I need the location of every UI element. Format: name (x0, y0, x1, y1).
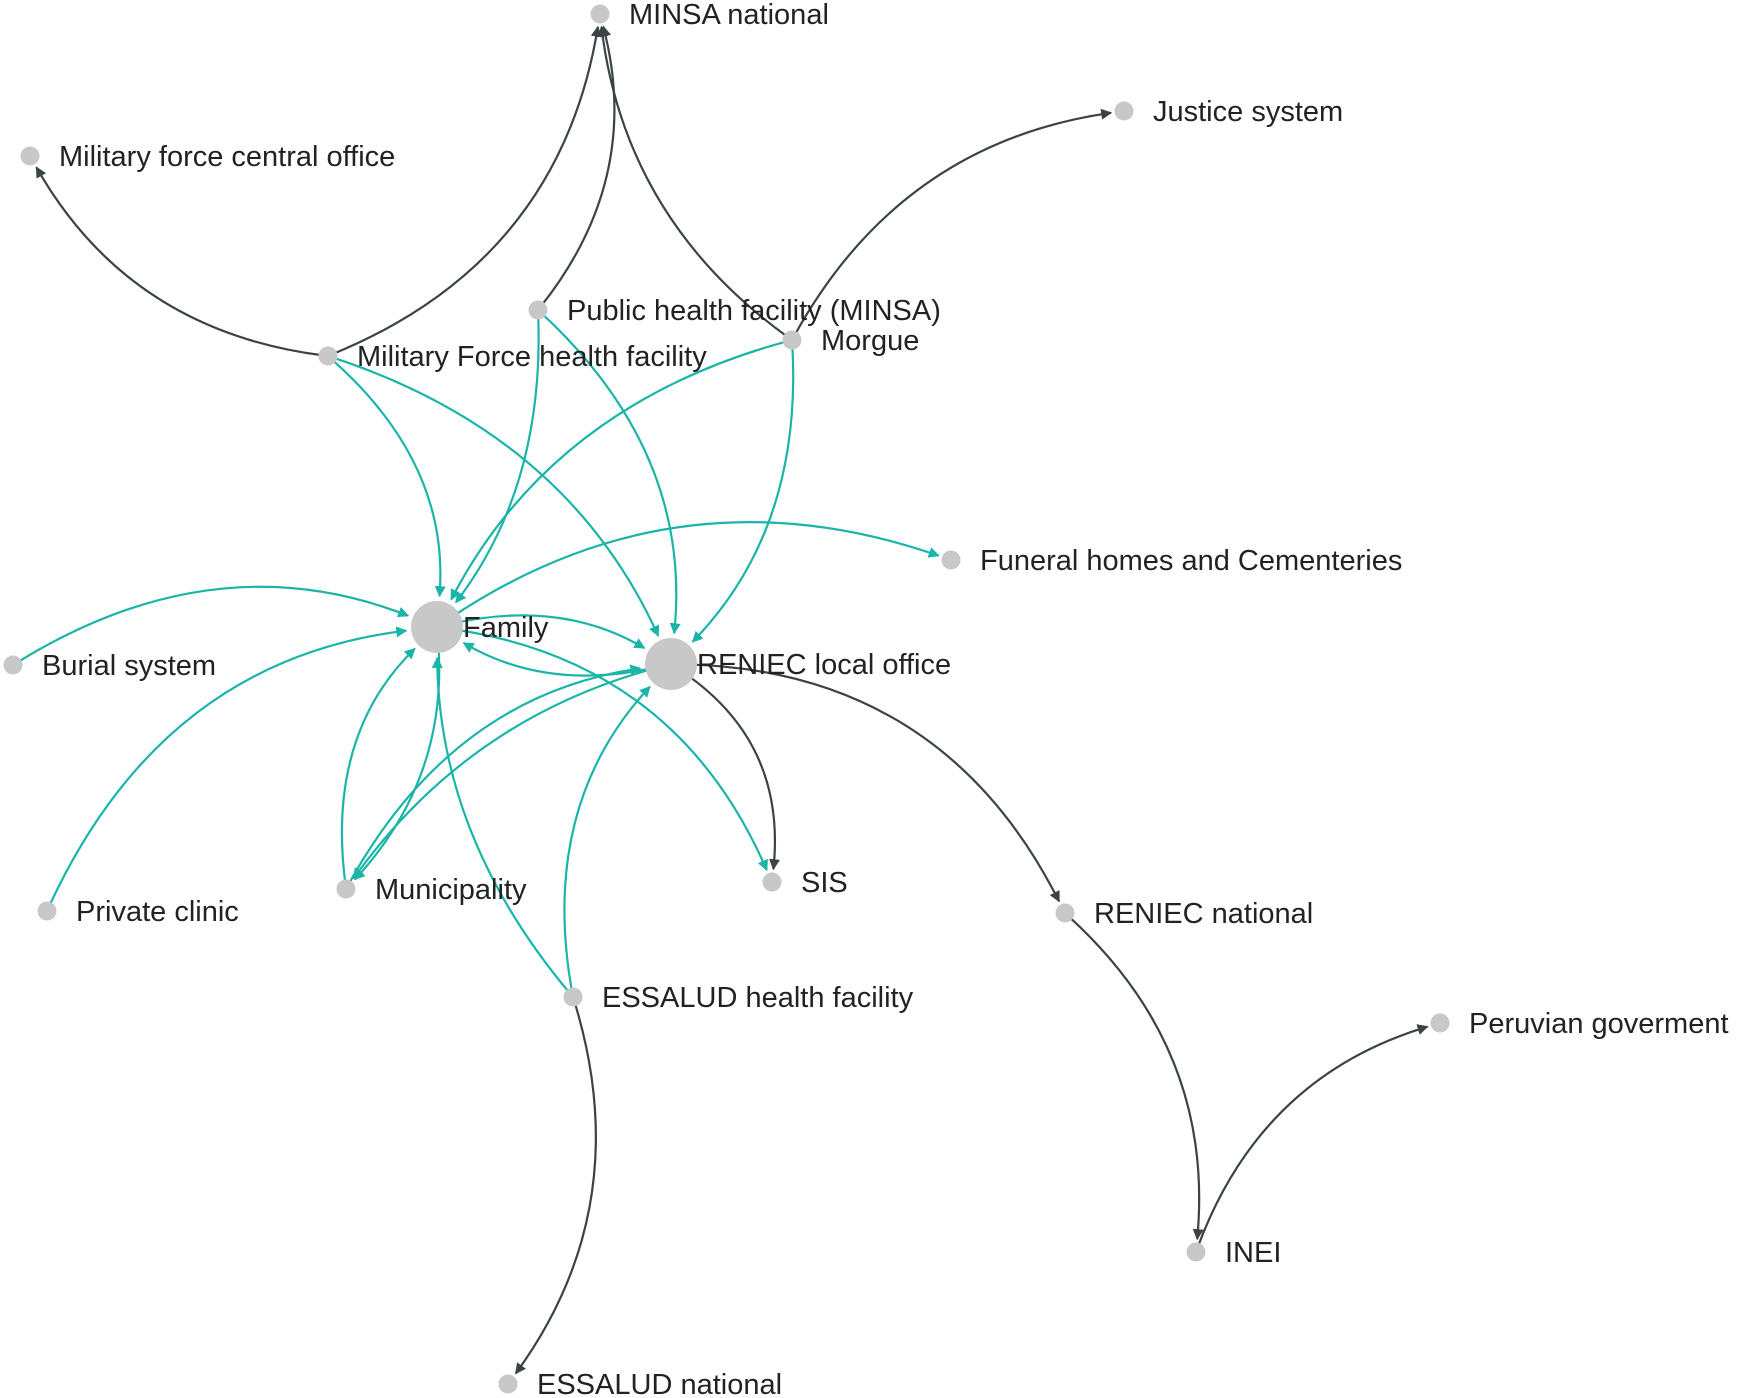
node-label: Military force central office (59, 141, 395, 173)
node-label: MINSA national (629, 0, 829, 31)
edge-morgue-to-reniec_local (691, 344, 795, 643)
node-funeral[interactable]: Funeral homes and Cementeries (941, 545, 1403, 577)
node-public_health[interactable]: Public health facility (MINSA) (528, 295, 941, 327)
node-circle[interactable] (20, 146, 40, 166)
node-label: Family (463, 612, 549, 644)
node-justice[interactable]: Justice system (1114, 96, 1344, 128)
node-label: ESSALUD national (537, 1369, 782, 1398)
node-circle[interactable] (318, 346, 338, 366)
node-circle[interactable] (1186, 1242, 1206, 1262)
edge-morgue-to-family (450, 340, 788, 601)
node-circle[interactable] (37, 901, 57, 921)
edges-layer (16, 25, 1429, 1375)
node-circle[interactable] (3, 655, 23, 675)
node-circle[interactable] (1055, 903, 1075, 923)
node-circle[interactable] (941, 550, 961, 570)
node-reniec_national[interactable]: RENIEC national (1055, 898, 1314, 930)
node-circle[interactable] (336, 879, 356, 899)
node-label: RENIEC national (1094, 898, 1313, 930)
node-label: Municipality (375, 874, 527, 906)
node-private_clinic[interactable]: Private clinic (37, 896, 239, 928)
edge-municipality-to-family (340, 647, 416, 885)
node-circle[interactable] (590, 4, 610, 24)
node-circle[interactable] (411, 601, 463, 653)
edge-military_health-to-reniec_local (332, 356, 660, 637)
node-circle[interactable] (563, 987, 583, 1007)
node-label: Public health facility (MINSA) (567, 295, 941, 327)
node-military_health[interactable]: Military Force health facility (318, 341, 708, 373)
node-minsa_national[interactable]: MINSA national (590, 0, 829, 31)
node-label: Morgue (821, 325, 919, 357)
node-reniec_local[interactable]: RENIEC local office (645, 638, 951, 690)
node-essalud_national[interactable]: ESSALUD national (498, 1369, 783, 1398)
node-sis[interactable]: SIS (762, 867, 848, 899)
edge-inei-to-peruvian_gov (1196, 1024, 1429, 1248)
edge-military_health-to-military_central (35, 166, 324, 357)
node-burial[interactable]: Burial system (3, 650, 217, 682)
node-label: Military Force health facility (357, 341, 707, 373)
node-circle[interactable] (645, 638, 697, 690)
edge-reniec_national-to-inei (1067, 915, 1204, 1241)
edge-public_health-to-family (455, 314, 540, 604)
node-label: Justice system (1153, 96, 1343, 128)
node-circle[interactable] (782, 330, 802, 350)
node-municipality[interactable]: Municipality (336, 874, 527, 906)
node-circle[interactable] (498, 1374, 518, 1394)
node-label: ESSALUD health facility (602, 982, 914, 1014)
node-label: Private clinic (76, 896, 239, 928)
node-label: INEI (1225, 1237, 1281, 1269)
edge-reniec_local-to-sis (681, 670, 780, 871)
edge-essalud_facility-to-family (431, 656, 571, 994)
edge-essalud_facility-to-essalud_national (514, 1001, 597, 1375)
edge-burial-to-family (16, 585, 410, 664)
node-label: Funeral homes and Cementeries (980, 545, 1402, 577)
edge-essalud_facility-to-reniec_local (563, 685, 651, 993)
edge-family-to-municipality (353, 640, 441, 881)
node-family[interactable]: Family (411, 601, 549, 653)
node-peruvian_gov[interactable]: Peruvian goverment (1430, 1008, 1729, 1040)
edge-reniec_local-to-reniec_national (684, 663, 1061, 903)
node-circle[interactable] (528, 300, 548, 320)
edge-morgue-to-minsa_national (597, 25, 789, 338)
node-circle[interactable] (1114, 101, 1134, 121)
edge-family-to-reniec_local (450, 614, 646, 650)
node-essalud_facility[interactable]: ESSALUD health facility (563, 982, 914, 1014)
edge-family-to-sis (450, 627, 768, 872)
edge-morgue-to-justice (793, 108, 1113, 337)
node-label: SIS (801, 867, 848, 899)
edge-military_health-to-minsa_national (332, 25, 602, 356)
edge-family-to-funeral (447, 521, 940, 621)
edge-municipality-to-reniec_local (347, 664, 642, 886)
node-circle[interactable] (762, 872, 782, 892)
node-circle[interactable] (1430, 1013, 1450, 1033)
node-label: Burial system (42, 650, 216, 682)
node-morgue[interactable]: Morgue (782, 325, 920, 357)
node-inei[interactable]: INEI (1186, 1237, 1282, 1269)
edge-public_health-to-reniec_local (540, 312, 681, 635)
edge-reniec_local-to-municipality (352, 666, 658, 880)
node-military_central[interactable]: Military force central office (20, 141, 396, 173)
edge-military_health-to-family (330, 358, 446, 598)
edge-public_health-to-minsa_national (540, 25, 616, 307)
node-label: RENIEC local office (697, 649, 951, 681)
edge-private_clinic-to-family (48, 626, 408, 907)
node-label: Peruvian goverment (1469, 1008, 1729, 1040)
